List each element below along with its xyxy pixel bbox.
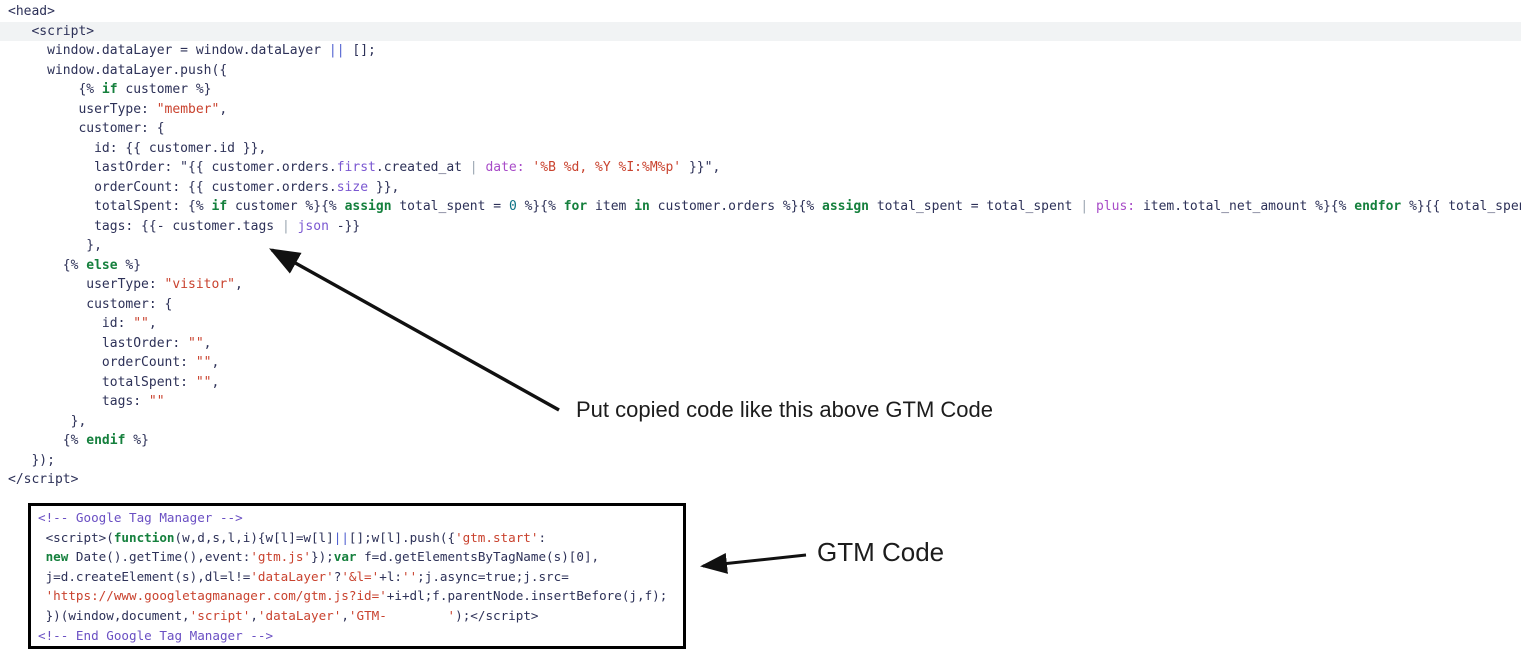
- code-line: window.dataLayer = window.dataLayer || […: [8, 43, 376, 58]
- code-line: lastOrder: "",: [8, 335, 212, 351]
- datalayer-code-snippet: <head> <script> window.dataLayer = windo…: [0, 2, 1521, 490]
- code-line: customer: {: [8, 296, 173, 312]
- code-line: <script>: [0, 21, 1521, 41]
- code-line: {% else %}: [8, 257, 142, 273]
- code-line: userType: "visitor",: [8, 277, 243, 292]
- code-line: customer: {: [8, 121, 165, 136]
- code-line: <!-- End Google Tag Manager -->: [38, 627, 274, 643]
- code-line: window.dataLayer.push({: [8, 62, 228, 78]
- code-line: })(window,document,'script','dataLayer',…: [38, 607, 539, 623]
- annotation-copied-code-note: Put copied code like this above GTM Code: [576, 397, 994, 422]
- code-line: <!-- Google Tag Manager -->: [38, 510, 243, 525]
- code-line: lastOrder: "{{ customer.orders.first.cre…: [8, 160, 721, 175]
- code-line: tags: "": [8, 394, 165, 409]
- code-line: });: [8, 452, 55, 468]
- gtm-code-box: <!-- Google Tag Manager --> <script>(fun…: [28, 503, 686, 649]
- code-line: },: [8, 238, 102, 253]
- annotation-gtm-code-note: GTM Code: [817, 537, 945, 567]
- code-line: id: "",: [8, 316, 157, 331]
- code-line: tags: {{- customer.tags | json -}}: [8, 218, 361, 234]
- code-line: id: {{ customer.id }},: [8, 140, 267, 156]
- arrow-to-gtm-box: [700, 553, 807, 574]
- code-line: </script>: [8, 472, 79, 487]
- code-line: totalSpent: {% if customer %}{% assign t…: [8, 199, 1521, 214]
- code-line: {% if customer %}: [8, 82, 212, 97]
- code-line: totalSpent: "",: [8, 374, 220, 390]
- code-line: new Date().getTime(),event:'gtm.js'});va…: [45, 549, 600, 565]
- code-line: orderCount: {{ customer.orders.size }},: [8, 179, 400, 195]
- code-line: userType: "member",: [8, 101, 228, 117]
- code-line: },: [8, 413, 87, 429]
- code-line: <head>: [8, 4, 55, 19]
- code-line: <script>(function(w,d,s,l,i){w[l]=w[l]||…: [38, 529, 547, 545]
- code-line: {% endif %}: [8, 433, 149, 448]
- gtm-code-snippet: <!-- Google Tag Manager --> <script>(fun…: [31, 508, 683, 645]
- code-line: 'https://www.googletagmanager.com/gtm.js…: [45, 588, 668, 604]
- code-line: orderCount: "",: [8, 355, 220, 370]
- code-line: j=d.createElement(s),dl=l!='dataLayer'?'…: [38, 568, 569, 584]
